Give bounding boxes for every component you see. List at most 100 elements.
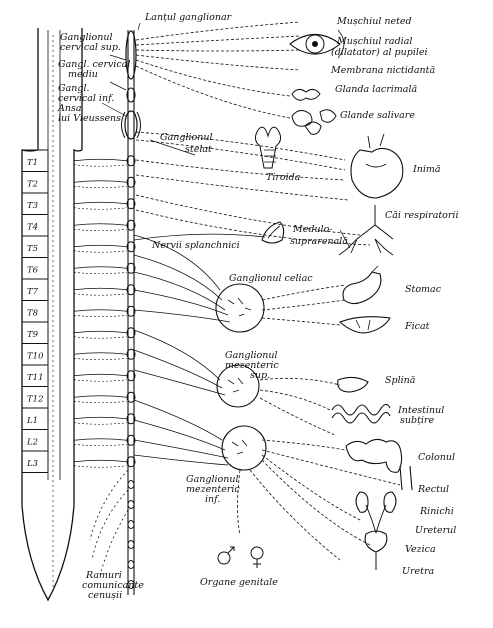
colon-icon [345,438,403,473]
segment-label: T2 [27,179,38,189]
chain-ganglion [127,560,135,569]
segment-label: T9 [27,330,39,340]
stomach-icon [342,265,382,305]
label-ramuri-2: comunicante [82,580,144,591]
ramus-grey-line [73,400,128,404]
ramus-grey-line [73,465,128,468]
ramus-grey-line [73,422,128,425]
label-gg-mez-sup-2: mezenteric [225,360,279,371]
segment-label: T11 [27,373,44,383]
ramus-line [73,158,128,162]
ramus-line [73,395,128,398]
segment-label: L1 [26,416,38,426]
segment-label: T7 [27,287,39,297]
adrenal-gland-icon [261,221,285,244]
ramus-grey-line [73,336,128,339]
kidneys-icon [355,491,397,534]
label-lantul-ganglionar: Lanțul ganglionar [144,12,233,23]
label-muschiul-radial: Mușchiul radial [336,36,412,47]
ramus-line [73,459,128,463]
label-ramuri: Ramuri [85,570,122,581]
heart-icon [350,133,404,199]
label-gg-mez-sup-3: sup. [250,370,270,381]
label-cai-respiratorii: Căi respiratorii [385,210,459,221]
leader-lines [101,22,351,249]
ramus-line [73,223,128,226]
liver-icon [338,316,391,334]
ramus-grey-line [73,271,128,275]
label-uretra: Uretra [402,566,435,577]
ramus-grey-line [73,250,128,253]
segment-label: T12 [27,394,44,404]
lacrimal-gland-icon [291,88,321,101]
small-intestine-icon [331,403,391,424]
label-stomac: Stomac [405,284,442,295]
segment-label: T4 [27,222,38,232]
label-gg-mez-inf-2: mezenteric [186,484,240,495]
chain-ganglion [127,520,135,529]
ramus-grey-line [73,207,128,210]
label-muschiul-radial-2: (dilatator) al pupilei [331,47,428,58]
inferior-mesenteric-ganglion [221,425,267,471]
segment-label: T3 [27,201,38,211]
ganglion-chain [121,30,141,595]
ramus-line [73,244,128,248]
label-gg-stelat-2: stelat [185,144,212,155]
genital-symbols-icon [217,546,264,568]
lungs-icon [338,205,394,256]
chain-ganglion [127,580,135,589]
superior-mesenteric-ganglion [216,364,260,408]
label-glande-salivare: Glande salivare [340,110,415,121]
label-rectul: Rectul [417,484,449,495]
ramus-line [73,201,128,205]
ramus-line [73,352,128,355]
label-ficat: Ficat [404,321,430,332]
label-ureterul: Ureterul [415,525,456,536]
labels: Lanțul ganglionar Ganglionul cervical su… [57,12,459,601]
ramus-grey-line [73,314,128,318]
label-medulo: Medulo- [292,224,333,235]
label-inima: Inimă [412,164,441,175]
ramus-grey-line [73,228,128,232]
ramus-grey-line [73,357,128,361]
segment-label: T8 [27,308,39,318]
ramus-grey-line [73,443,128,447]
ramus-grey-line [73,293,128,296]
label-ramuri-3: cenușii [88,590,122,601]
chain-ganglion [127,540,135,549]
eye-icon [289,29,345,59]
thyroid-icon [254,126,282,169]
spleen-icon [337,376,369,393]
ramus-line [73,287,128,291]
ramus-line [73,330,128,334]
ramus-line [73,416,128,420]
ramus-line [73,309,128,312]
label-splina: Splină [385,375,416,386]
label-ansa-2: lui Vieussens [58,113,121,124]
label-intestinul-2: subțire [400,415,434,426]
ramus-line [73,373,128,377]
label-gg-cervical-inf: Gangl. [58,83,90,94]
ramus-grey-line [73,185,128,189]
segment-label: L2 [26,437,38,447]
label-organe-genitale: Organe genitale [200,577,278,588]
bladder-icon [364,530,388,570]
celiac-ganglion [215,283,265,333]
label-muschiul-neted: Mușchiul neted [336,16,412,27]
segment-label: T5 [27,244,38,254]
label-gg-mez-inf-3: inf. [205,494,220,505]
label-gg-cervical-inf-2: cervical inf. [58,93,114,104]
label-gg-celiac: Ganglionul celiac [229,273,313,284]
segment-label: L3 [26,459,38,469]
rami-communicantes [73,158,128,468]
label-glanda-lacrimala: Glanda lacrimală [335,84,417,95]
label-gg-cervical-sup-2: cervical sup. [60,42,121,53]
label-rinichi: Rinichi [419,506,454,517]
rectum-icon [399,465,413,491]
chain-ganglion [127,500,135,509]
label-colonul: Colonul [418,452,455,463]
label-intestinul: Intestinul [397,405,444,416]
ramus-grey-line [73,164,128,167]
